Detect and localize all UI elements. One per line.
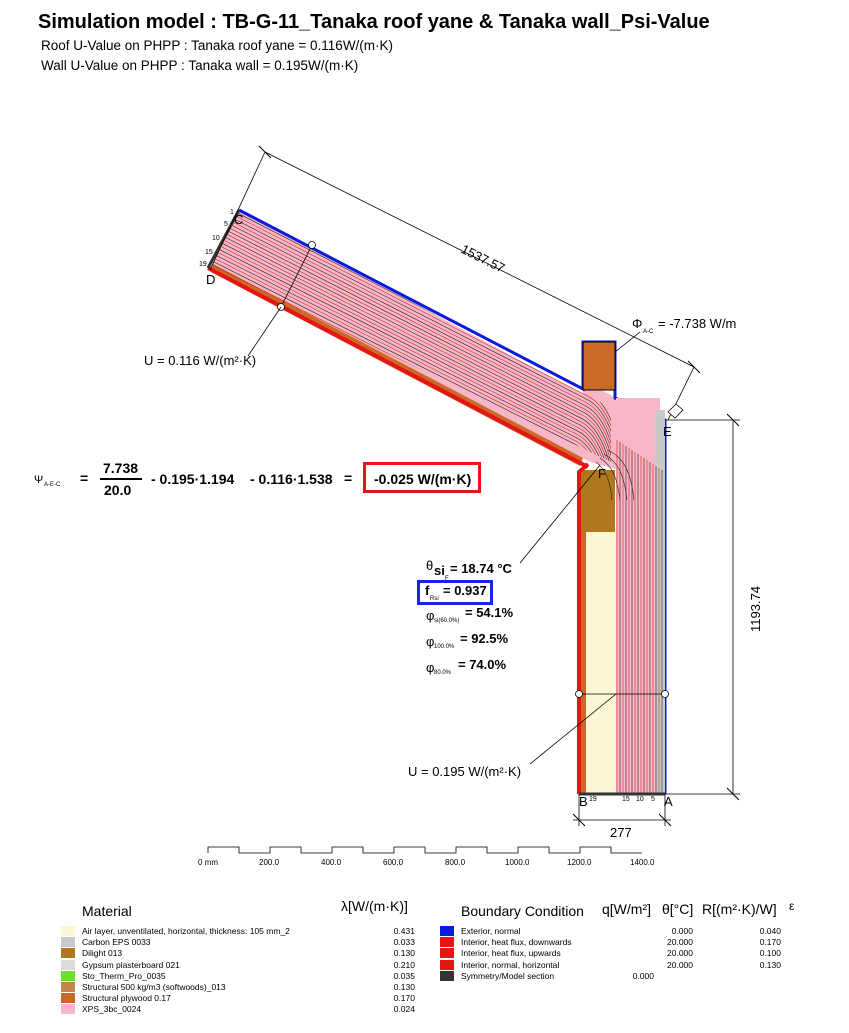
boundary-name: Interior, normal, horizontal: [461, 959, 560, 970]
roof-interior-boundary: [207, 266, 589, 469]
material-swatch: [61, 993, 75, 1004]
theta-si-value: = 18.74 °C: [450, 561, 512, 576]
material-lambda: 0.033: [393, 937, 415, 948]
roof-u-value-line: Roof U-Value on PHPP : Tanaka roof yane …: [41, 38, 394, 53]
material-lambda: 0.035: [393, 970, 415, 981]
material-name: Dilight 013: [82, 948, 123, 959]
svg-text:5: 5: [651, 796, 655, 803]
boundary-theta: 20.000: [667, 959, 693, 970]
wall-eps-layer: [655, 410, 665, 794]
material-header: Material: [82, 903, 132, 919]
boundary-swatch: [440, 937, 454, 948]
boundary-name: Interior, heat flux, downwards: [461, 937, 572, 948]
boundary-swatch: [440, 970, 454, 981]
theta-header: θ[°C]: [662, 901, 694, 917]
phi-annotation: Φ A-C = -7.738 W/m: [632, 316, 736, 335]
material-lambda: 0.130: [393, 982, 415, 992]
boundary-swatch: [440, 959, 454, 970]
boundary-theta: 20.000: [667, 937, 693, 948]
material-name: Sto_Therm_Pro_0035: [82, 970, 166, 981]
material-name: Carbon EPS 0033: [82, 937, 151, 948]
psi-result-box: [363, 462, 481, 493]
dim-wall-thickness: 277: [610, 825, 632, 840]
material-swatch: [61, 982, 75, 992]
dim-wall-height: 1193.74: [748, 586, 763, 632]
r-header: R[(m²·K)/W]: [702, 901, 777, 917]
frsi-box: [417, 580, 493, 605]
dim-roof-line: [264, 151, 695, 368]
roof-xps-layer: [211, 210, 620, 470]
boundary-name: Exterior, normal: [461, 926, 521, 936]
wall-dilight-layer: [581, 470, 615, 532]
parapet-block: [582, 341, 616, 391]
lambda-header: λ[W/(m·K)]: [341, 898, 408, 914]
page-title: Simulation model : TB-G-11_Tanaka roof y…: [38, 11, 710, 33]
boundary-theta: 0.000: [671, 926, 693, 936]
material-lambda: 0.024: [393, 1004, 415, 1015]
u-wall-label: U = 0.195 W/(m²·K): [408, 764, 521, 779]
boundary-swatch: [440, 948, 454, 959]
svg-text:15: 15: [205, 249, 213, 256]
point-label-b: B: [579, 794, 588, 809]
psi-numerator: 7.738: [103, 460, 139, 476]
material-lambda: 0.431: [393, 926, 415, 936]
eps-header: ε: [789, 899, 795, 913]
material-swatch: [61, 937, 75, 948]
dim-roof-length: 1537.57: [459, 241, 508, 275]
svg-text:= -7.738 W/m: = -7.738 W/m: [658, 316, 736, 331]
point-label-e: E: [663, 424, 672, 439]
svg-text:5: 5: [224, 221, 228, 228]
boundary-swatch: [440, 926, 454, 936]
material-lambda: 0.170: [393, 993, 415, 1004]
wall-interior-boundary: [577, 462, 590, 794]
material-swatch: [61, 959, 75, 970]
boundary-header: Boundary Condition: [461, 903, 584, 919]
boundary-r: 0.170: [759, 937, 781, 948]
point-label-f: F: [598, 466, 606, 481]
u-roof-label: U = 0.116 W/(m²·K): [144, 353, 256, 368]
material-lambda: 0.130: [393, 948, 415, 959]
material-swatch: [61, 926, 75, 936]
q-header: q[W/m²]: [602, 901, 651, 917]
material-name: XPS_3bc_0024: [82, 1004, 142, 1015]
boundary-name: Symmetry/Model section: [461, 970, 555, 981]
scale-bar: [207, 846, 642, 854]
boundary-theta: 20.000: [667, 948, 693, 959]
svg-text:19: 19: [589, 796, 597, 803]
boundary-q: 0.000: [632, 970, 654, 981]
boundary-r: 0.100: [759, 948, 781, 959]
wall-air-layer: [586, 532, 616, 794]
svg-text:10: 10: [636, 796, 644, 803]
wall-u-value-line: Wall U-Value on PHPP : Tanaka wall = 0.1…: [41, 58, 359, 73]
svg-text:19: 19: [199, 261, 207, 268]
dim-roof-ext-left: [209, 151, 266, 271]
wall-stud-layer: [581, 532, 586, 794]
material-name: Air layer, unventilated, horizontal, thi…: [82, 926, 290, 936]
wall-isotherms: [616, 440, 663, 794]
point-label-c: C: [234, 212, 243, 227]
boundary-r: 0.040: [759, 926, 781, 936]
psi-denominator: 20.0: [104, 482, 132, 498]
material-lambda: 0.210: [393, 959, 415, 970]
svg-text:10: 10: [212, 235, 220, 242]
svg-text:A-C: A-C: [643, 329, 654, 335]
isotherm-labels: 1 5 10 15 19 19 15 10 5: [199, 209, 655, 803]
material-name: Structural 500 kg/m3 (softwoods)_013: [82, 982, 226, 992]
corner-isotherms: [595, 449, 635, 501]
material-swatch: [61, 970, 75, 981]
material-swatch: [61, 1004, 75, 1015]
boundary-name: Interior, heat flux, upwards: [461, 948, 561, 959]
svg-text:Φ: Φ: [632, 316, 642, 331]
boundary-r: 0.130: [759, 959, 781, 970]
point-label-a: A: [664, 794, 673, 809]
point-label-d: D: [206, 272, 215, 287]
material-swatch: [61, 948, 75, 959]
svg-text:1: 1: [230, 209, 234, 216]
material-name: Structural plywood 0.17: [82, 993, 171, 1004]
material-name: Gypsum plasterboard 021: [82, 959, 180, 970]
psi-result: -0.025 W/(m·K): [374, 471, 472, 487]
frsi-value: = 0.937: [443, 583, 487, 598]
svg-text:15: 15: [622, 796, 630, 803]
